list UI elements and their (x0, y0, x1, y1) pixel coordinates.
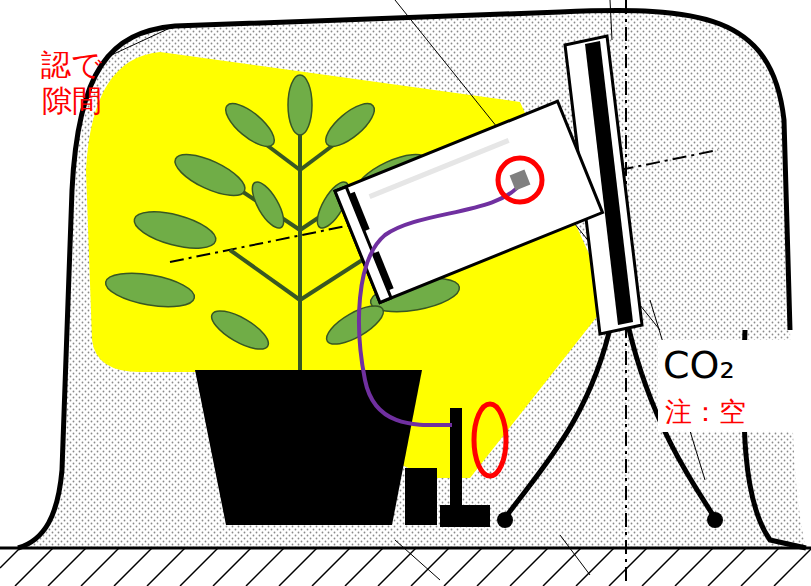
note-text: 注：空 (665, 397, 746, 427)
note-text: 認で (41, 48, 102, 81)
sensor-cable (359, 182, 522, 425)
ground-hatch (0, 548, 811, 586)
highlight-circle (474, 404, 506, 476)
plant-pot (195, 370, 422, 525)
cover-outline (18, 11, 790, 548)
highlight-circle (498, 158, 542, 202)
cover-dome (18, 11, 806, 548)
lamp-sensor (510, 170, 531, 191)
gas-label: CO₂ (663, 345, 735, 387)
note-text: 隙間 (42, 84, 102, 117)
note-backing (658, 340, 811, 432)
lamp (335, 101, 602, 302)
leader-line (105, 28, 170, 58)
leader-line (610, 0, 612, 40)
lamp-panel-core (585, 41, 633, 325)
wheel (497, 512, 513, 528)
wheel (707, 512, 723, 528)
leader-line (395, 540, 440, 580)
